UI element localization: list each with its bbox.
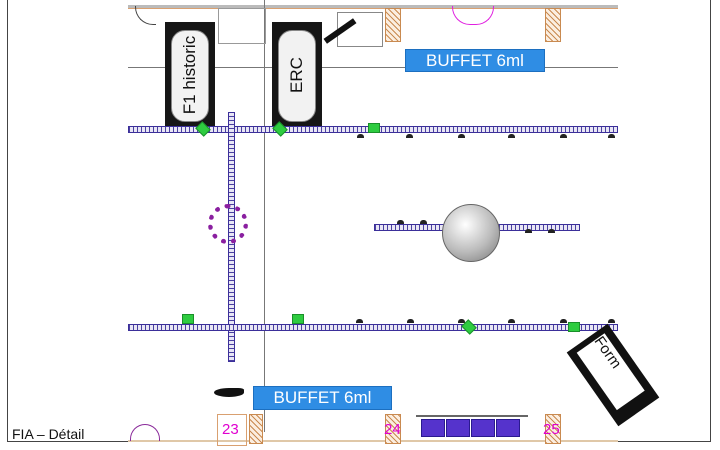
spot-light bbox=[357, 134, 364, 138]
spot-light bbox=[458, 134, 465, 138]
spot-light bbox=[508, 134, 515, 138]
green-light bbox=[292, 314, 304, 324]
seat bbox=[446, 419, 470, 437]
pillar bbox=[545, 8, 561, 42]
stand-23-box bbox=[217, 414, 247, 446]
spot-light bbox=[548, 229, 555, 233]
plane-icon bbox=[214, 388, 244, 397]
green-light bbox=[568, 322, 580, 332]
truss-lower bbox=[128, 324, 618, 331]
spot-light bbox=[608, 134, 615, 138]
top-wall bbox=[128, 5, 618, 9]
spot-light bbox=[407, 319, 414, 323]
caption: FIA – Détail bbox=[12, 426, 85, 442]
green-light bbox=[368, 123, 380, 133]
seat bbox=[471, 419, 495, 437]
spot-light bbox=[458, 319, 465, 323]
car-label: ERC bbox=[287, 57, 306, 93]
buffet-top: BUFFET 6ml bbox=[405, 49, 545, 72]
pillar bbox=[249, 414, 263, 444]
pillar bbox=[385, 8, 401, 42]
car-label: F1 historic bbox=[180, 35, 199, 115]
seat bbox=[496, 419, 520, 437]
bottom-wall bbox=[128, 440, 618, 442]
stand-25: 25 bbox=[543, 421, 560, 438]
car-f1-historic: F1 historic bbox=[165, 22, 215, 128]
spot-light bbox=[406, 134, 413, 138]
stand-24: 24 bbox=[384, 421, 401, 438]
car-erc: ERC bbox=[272, 22, 322, 128]
spot-light bbox=[420, 220, 427, 224]
pillar bbox=[385, 414, 401, 444]
mirror-ball bbox=[442, 204, 500, 262]
buffet-bottom: BUFFET 6ml bbox=[253, 386, 392, 410]
spot-light bbox=[397, 220, 404, 224]
spot-light bbox=[508, 319, 515, 323]
green-light bbox=[182, 314, 194, 324]
bench-rail bbox=[416, 415, 528, 417]
spot-light bbox=[525, 229, 532, 233]
spot-light bbox=[356, 319, 363, 323]
cabinet bbox=[218, 8, 266, 44]
pillar bbox=[545, 414, 561, 444]
spot-light bbox=[560, 319, 567, 323]
guide-line-horizontal bbox=[128, 67, 618, 68]
stand-23: 23 bbox=[222, 421, 239, 438]
guide-line-vertical bbox=[264, 0, 265, 432]
spot-light bbox=[560, 134, 567, 138]
circular-truss bbox=[208, 204, 248, 244]
seat bbox=[421, 419, 445, 437]
spot-light bbox=[608, 319, 615, 323]
